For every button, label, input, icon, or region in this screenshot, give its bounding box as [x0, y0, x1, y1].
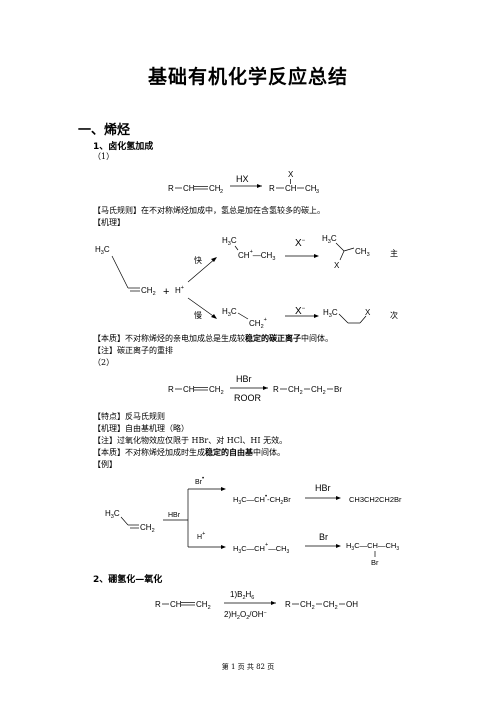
atom-r: R: [273, 385, 279, 394]
atom-h3c: H3C: [322, 234, 337, 245]
atom-r: R: [155, 600, 161, 609]
atom-br: Br: [334, 385, 342, 394]
arrow-slow: [187, 297, 217, 319]
subscript-2: 2: [220, 189, 223, 195]
note-rearrangement: 【注】碳正离子的重排: [93, 346, 173, 355]
item-number-1: （1）: [93, 152, 115, 161]
essence-text: 中间体。: [301, 334, 333, 343]
essence-text: 中间体。: [253, 448, 285, 457]
subscript-3: 3: [316, 189, 319, 195]
atom-oh: OH: [346, 600, 358, 609]
label-slow: 慢: [194, 310, 202, 320]
note-peroxide-effect: 【注】过氧化物效应仅限于 HBr、对 HCl、HI 无效。: [93, 436, 288, 445]
mechanism-diagram: H3C CH2 + H+ 快 慢 H3C CH+—CH3 X− H3C CH3 …: [95, 234, 398, 330]
label-fast: 快: [194, 255, 202, 265]
label-major-product: 主: [390, 248, 398, 258]
atom-ch3: CH3: [355, 247, 370, 258]
halide-ion-bottom: X−: [295, 306, 306, 317]
atom-x: X: [334, 261, 340, 270]
markovnikov-rule: 【马氏规则】在不对称烯烃加成中，氢总是加在含氢较多的碳上。: [93, 206, 325, 215]
atom-x: X: [288, 170, 294, 179]
halide-ion-top: X−: [295, 238, 306, 249]
label-minor-product: 次: [390, 310, 398, 320]
atom-ch2: CH2: [140, 523, 155, 534]
reaction-hx-addition: R CH CH 2 HX X R CH CH 3: [168, 170, 319, 195]
atom-ch2: CH2: [141, 286, 156, 297]
mechanism-radical: 【机理】自由基机理（略）: [93, 424, 189, 433]
mechanism-label: 【机理】: [93, 218, 125, 227]
product-1-bromopropane: CH3CH2CH2Br: [349, 495, 402, 504]
example-diagram: H3C CH2 HBr Br• H+ H3C—CH•-CH2Br HBr CH3…: [105, 476, 402, 567]
atom-ch2: CH: [209, 184, 221, 193]
condition-peroxide: ROOR: [234, 393, 262, 403]
atom-ch: CH: [183, 385, 195, 394]
product-2-bromopropane: H3C—CH—CH3: [346, 541, 399, 552]
reagent-step-2: 2)H2O2/OH−: [224, 610, 267, 621]
emphasis-stable-radical: 稳定的自由基: [205, 448, 253, 457]
essence-text: 【本质】不对称烯烃的亲电加成总是生成较: [93, 334, 245, 343]
plus-sign: +: [163, 286, 169, 298]
atom-ch2: CH2: [323, 600, 338, 611]
page-title: 基础有机化学反应总结: [147, 66, 348, 88]
essence-statement-1: 【本质】不对称烯烃的亲电加成总是生成较稳定的碳正离子中间体。: [93, 334, 333, 344]
atom-x: X: [365, 308, 371, 317]
atom-r: R: [168, 385, 174, 394]
atom-h3c: H3C: [222, 236, 237, 247]
atom-br: Br: [371, 558, 379, 567]
proton: H+: [197, 531, 205, 541]
atom-r: R: [269, 184, 275, 193]
carbocation-primary: CH2+: [249, 317, 267, 330]
proton: H+: [175, 285, 184, 295]
reagent-hbr: HBr: [236, 374, 252, 384]
reagent-br: Br: [319, 532, 328, 542]
item-number-2: （2）: [93, 358, 115, 367]
essence-statement-2: 【本质】不对称烯烃加成时生成稳定的自由基中间体。: [93, 448, 285, 458]
bromine-radical: Br•: [195, 476, 204, 486]
reaction-hydroboration: R CH CH2 1)B2H6 2)H2O2/OH− R CH2 CH2 OH: [155, 590, 358, 621]
page-footer: 第 1 页 共 82 页: [221, 663, 275, 671]
atom-ch2: CH2: [288, 385, 303, 396]
atom-ch: CH: [170, 600, 182, 609]
radical-intermediate: H3C—CH•-CH2Br: [233, 494, 291, 506]
atom-h3c: H3C: [95, 245, 110, 256]
example-label: 【例】: [93, 460, 117, 469]
arrow-fast: [187, 257, 217, 283]
atom-h3c: H3C: [323, 308, 338, 319]
reagent-hbr: HBr: [315, 483, 331, 493]
subsection-heading-hydroboration: 2、硼氢化—氧化: [93, 575, 163, 585]
carbocation-intermediate: H3C—CH+—CH3: [233, 542, 290, 555]
reagent-hx: HX: [236, 174, 249, 184]
carbocation-secondary: CH+—CH3: [238, 249, 275, 262]
atom-ch2: CH2: [209, 385, 224, 396]
emphasis-stable-carbocation: 稳定的碳正离子: [245, 334, 301, 343]
subsection-heading-hx-addition: 1、卤化氢加成: [93, 142, 154, 152]
feature-statement: 【特点】反马氏规则: [93, 412, 165, 421]
reaction-anti-markovnikov: R CH CH2 HBr ROOR R CH2 CH2 Br: [168, 374, 342, 403]
reagent-hbr: HBr: [168, 512, 181, 519]
atom-ch: CH: [285, 184, 297, 193]
atom-r: R: [168, 184, 174, 193]
atom-ch2: CH2: [196, 600, 211, 611]
atom-h3c: H3C: [222, 307, 237, 318]
atom-ch: CH: [183, 184, 195, 193]
atom-ch2: CH2: [300, 600, 315, 611]
reagent-step-1: 1)B2H6: [230, 590, 254, 601]
atom-ch3: CH: [305, 184, 317, 193]
atom-ch2: CH2: [311, 385, 326, 396]
essence-text: 【本质】不对称烯烃加成时生成: [93, 448, 205, 457]
atom-r: R: [285, 600, 291, 609]
atom-h3c: H3C: [105, 509, 120, 520]
section-heading-alkenes: 一、烯烃: [78, 123, 131, 138]
